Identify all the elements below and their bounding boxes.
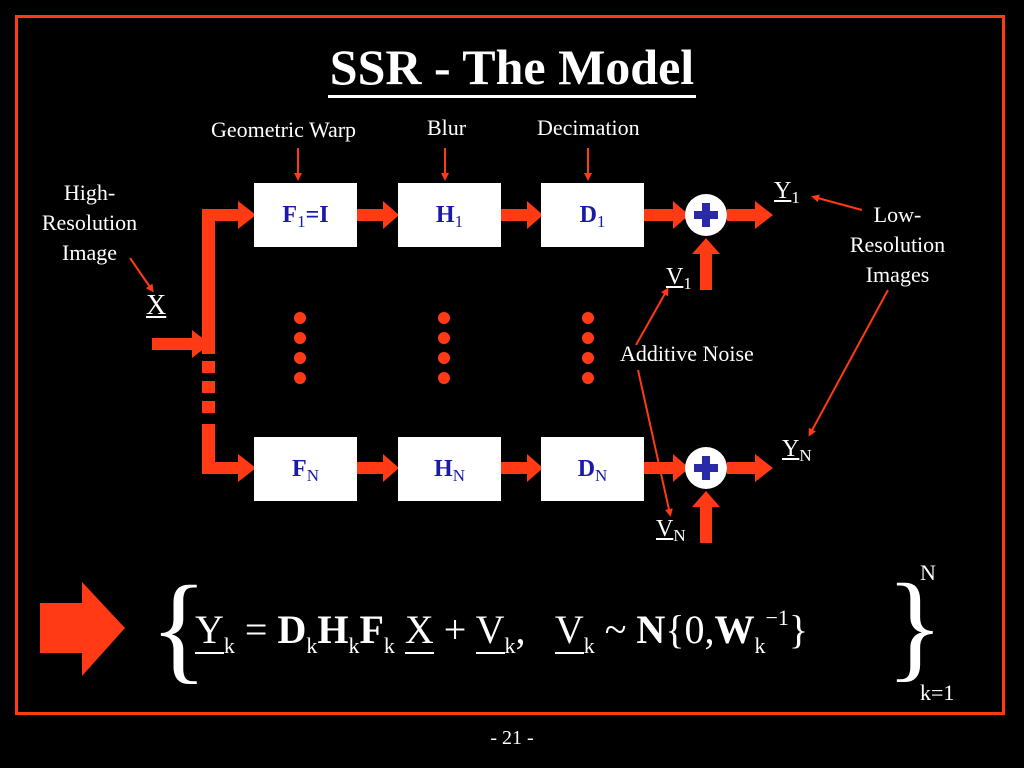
- blur-label: Blur: [427, 115, 467, 140]
- plus-node-N-icon: [685, 447, 727, 489]
- v1-variable: V1: [666, 264, 692, 293]
- trunk-dash-2: [202, 381, 215, 393]
- lower-limit: k=1: [920, 680, 955, 705]
- upper-limit: N: [920, 560, 936, 585]
- decimation-label: Decimation: [537, 115, 640, 140]
- left-brace: {: [150, 561, 208, 694]
- trunk-bottom: [202, 424, 215, 472]
- vN-variable: VN: [656, 516, 686, 545]
- high-res-label: High- Resolution Image: [41, 180, 138, 265]
- plus-node-1-icon: [685, 194, 727, 236]
- page-number: - 21 -: [490, 727, 534, 749]
- blur-box-N: HN: [398, 437, 501, 501]
- slide-frame: [15, 15, 1005, 715]
- title-text: SSR - The Model: [327, 39, 697, 98]
- blur-box-1: H1: [398, 183, 501, 247]
- y1-variable: Y1: [774, 178, 800, 207]
- geometric-warp-label: Geometric Warp: [211, 117, 357, 142]
- warp-box-N: FN: [254, 437, 357, 501]
- trunk-dash-3: [202, 401, 215, 413]
- input-arrow-shaft: [152, 338, 196, 350]
- additive-noise-label: Additive Noise: [620, 341, 754, 366]
- x-variable: X: [146, 290, 167, 321]
- model-equation: Yk = DkHkFk X + Vk, Vk ~ N{0,Wk−1}: [195, 605, 809, 658]
- trunk-dash-1: [202, 361, 215, 373]
- trunk-top: [202, 210, 215, 354]
- decimation-box-1: D1: [541, 183, 644, 247]
- ellipsis-dots: [294, 312, 594, 384]
- yN-variable: YN: [782, 436, 812, 465]
- slide-title: SSR - The Model: [0, 38, 1024, 98]
- decimation-box-N: DN: [541, 437, 644, 501]
- right-bracket: }: [886, 559, 944, 692]
- low-res-label: Low- Resolution Images: [849, 202, 946, 287]
- warp-box-1: F1=I: [254, 183, 357, 247]
- input-arrow-head: [192, 330, 210, 358]
- big-right-arrow: [40, 582, 125, 676]
